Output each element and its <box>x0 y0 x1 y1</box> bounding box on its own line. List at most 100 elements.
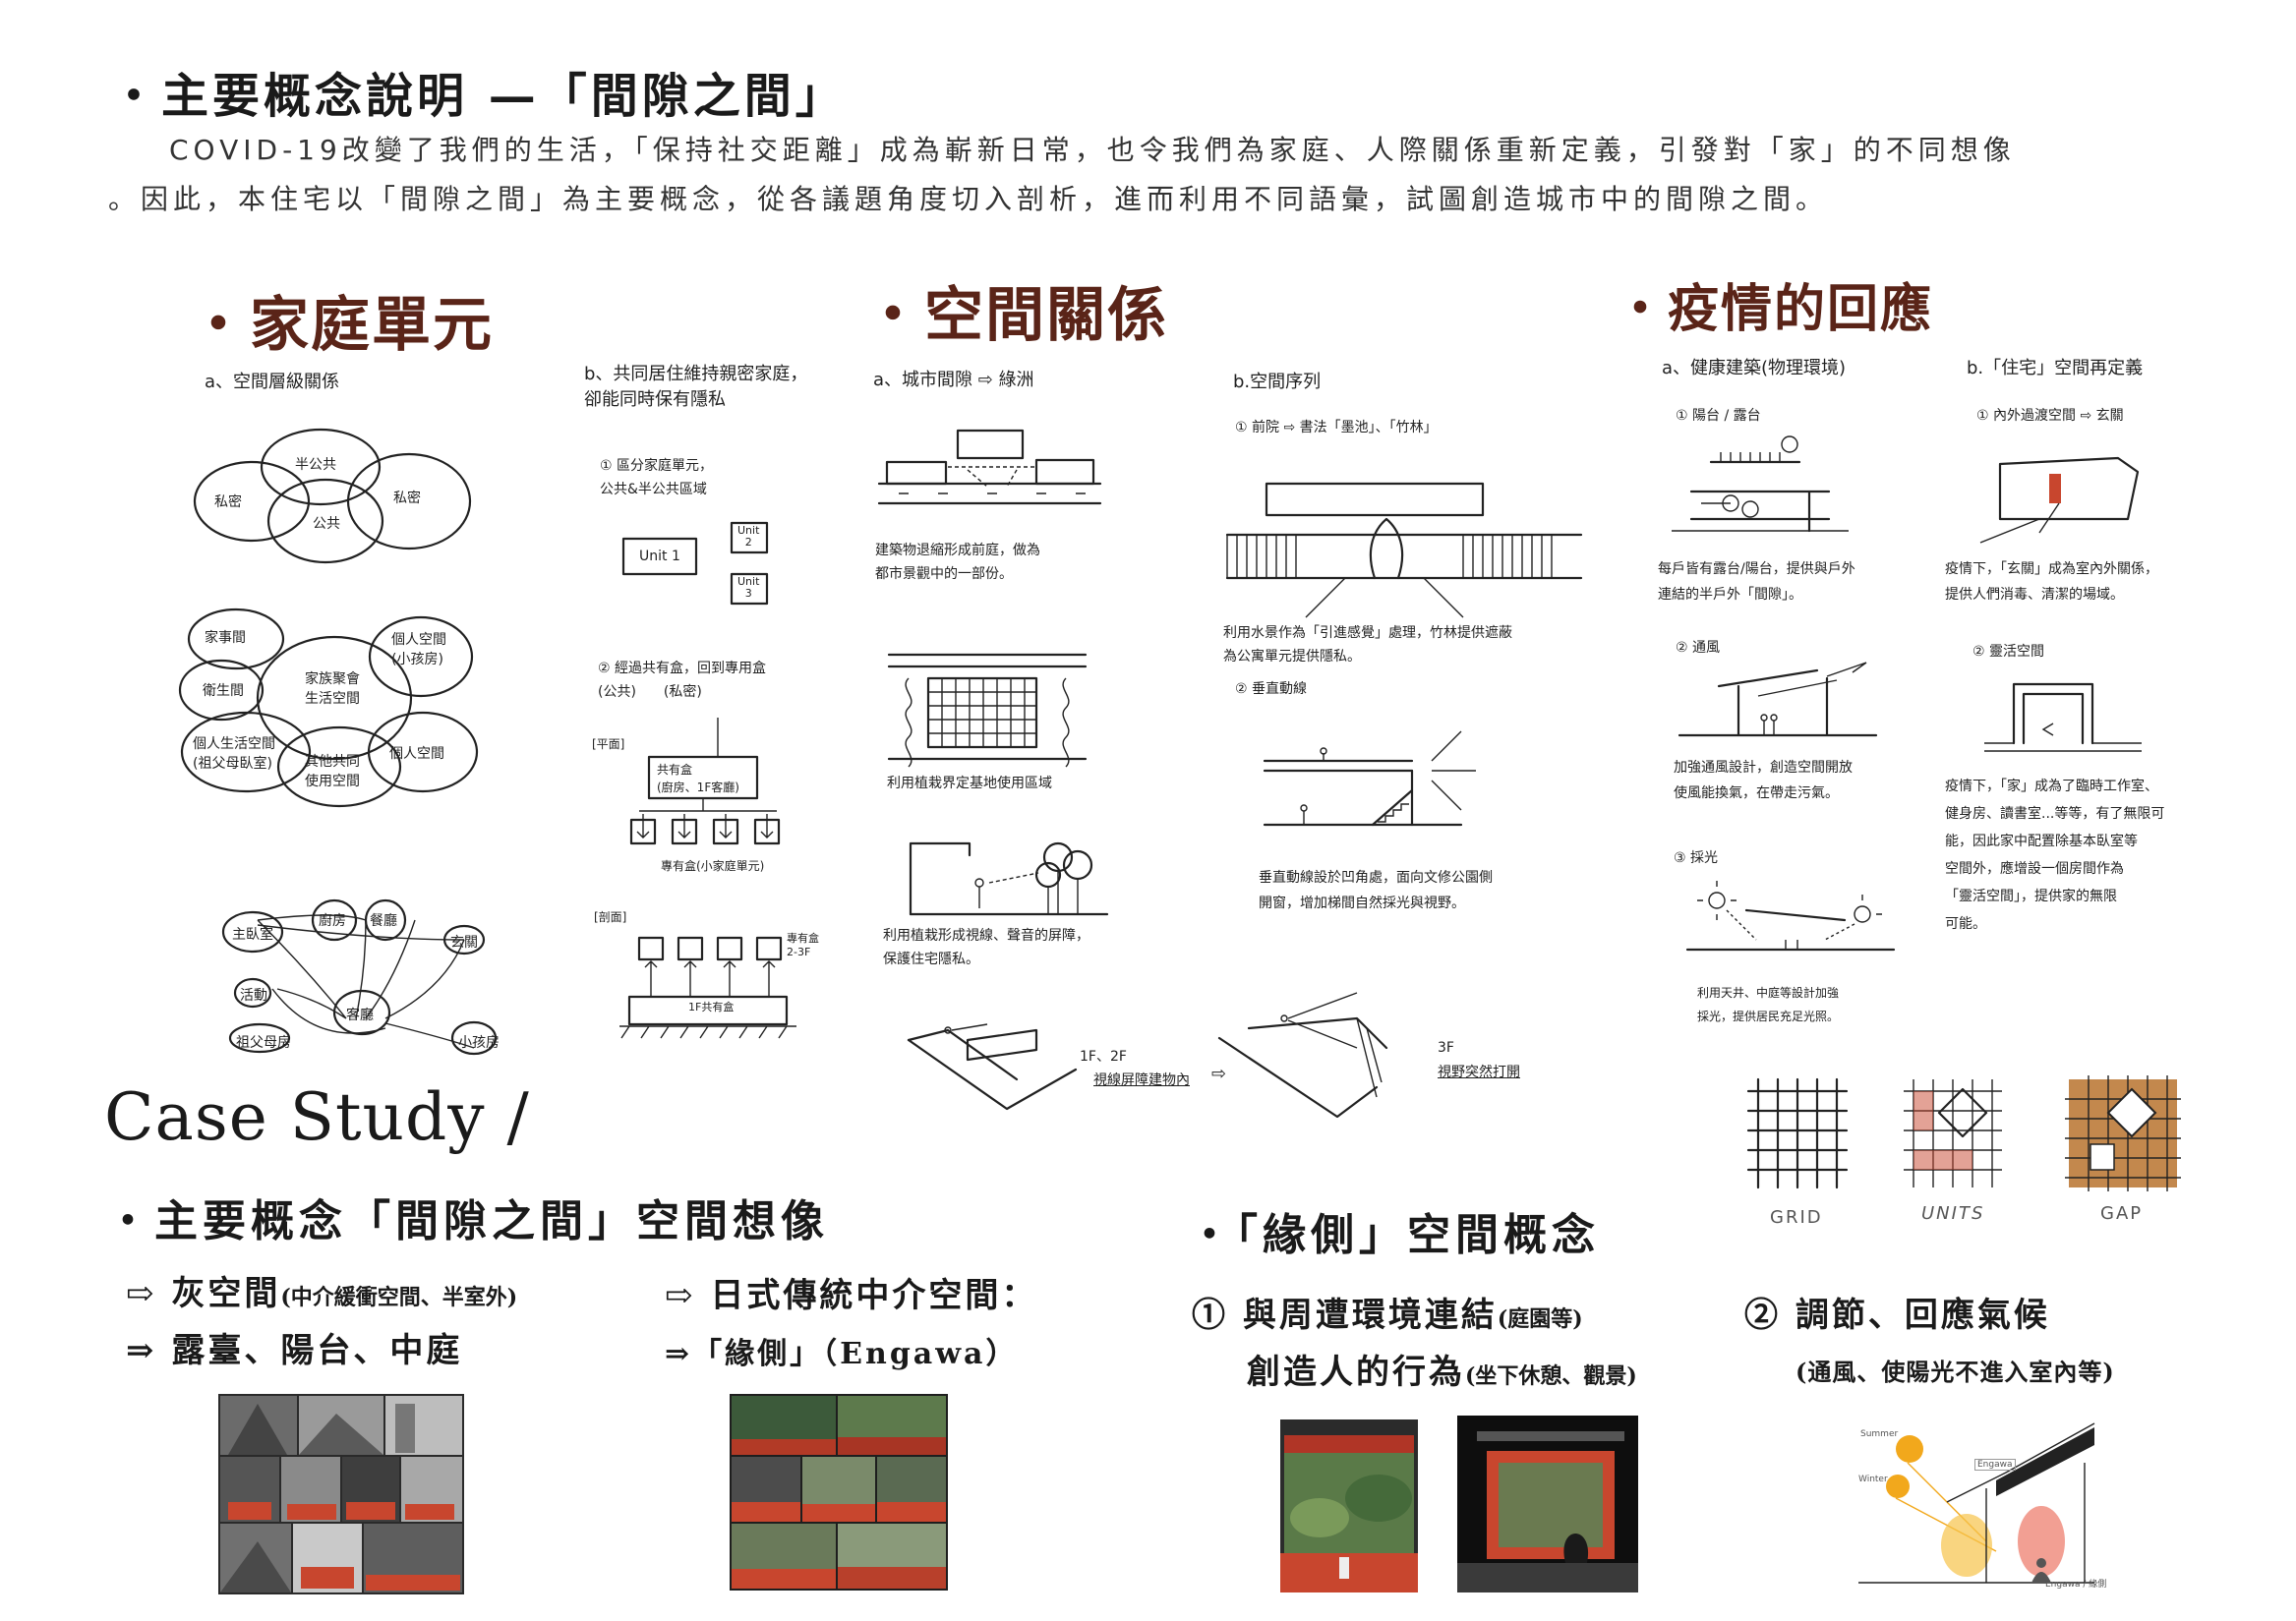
sun-winter-label: Winter <box>1858 1475 1888 1484</box>
covid-a3: ③ 採光 <box>1674 847 1718 867</box>
private-floor-label: 專有盒 2-3F <box>787 932 819 959</box>
point1-text: ① 與周遭環境連結 <box>1192 1296 1498 1335</box>
grid-label: GRID <box>1770 1205 1823 1231</box>
covid-b2-note: 疫情下，「家」成為了臨時工作室、 健身房、讀書室...等等，有了無限可 能，因此… <box>1945 773 2164 938</box>
planting-grid-sketch <box>889 649 1086 777</box>
label-personal: 個人空間 <box>389 743 444 763</box>
engawa-caption: Engawa / 緣側 <box>2045 1577 2106 1590</box>
seq-floor-1-2: 1F、2F <box>1080 1046 1127 1066</box>
covid-a1-note: 每戶皆有露台/陽台，提供與戶外 連結的半戶外「間隙」。 <box>1658 556 1855 608</box>
engawa-photo-1 <box>1280 1419 1418 1592</box>
gray-space-items: ⇒ 露臺、陽台、中庭 <box>126 1323 462 1371</box>
entrance-sketch <box>1980 444 2157 543</box>
label-private-left: 私密 <box>214 492 242 511</box>
label-master: 主臥室 <box>232 924 273 944</box>
daylight-sketch <box>1687 881 1894 959</box>
gray-space-photo-collage <box>218 1394 464 1594</box>
unit-3-label: Unit 3 <box>737 576 759 600</box>
gray-space-heading: ⇨ 灰空間(中介緩衝空間、半室外) <box>126 1266 517 1314</box>
space-a-note1: 建築物退縮形成前庭，做為 都市景觀中的一部份。 <box>875 539 1040 586</box>
engawa-tag-label: Engawa <box>1974 1459 2016 1471</box>
gap-label: GAP <box>2100 1201 2143 1227</box>
front-yard-sketch <box>1227 480 1581 627</box>
engawa-concept-title: ・「緣側」空間概念 <box>1188 1199 1600 1262</box>
intro-line-2: 。因此，本住宅以「間隙之間」為主要概念，從各議題角度切入剖析，進而利用不同語彙，… <box>108 175 1828 224</box>
family-b2: ② 經過共有盒，回到專用盒 (公共) (私密) <box>598 657 766 704</box>
vertical-circulation-sketch <box>1265 731 1510 839</box>
space-a-note3: 利用植栽形成視線、聲音的屏障， 保護住宅隱私。 <box>883 924 1089 971</box>
covid-b1-note: 疫情下，「玄關」成為室內外關係， 提供人們消毒、清潔的場域。 <box>1945 556 2158 608</box>
space-a-label: a、城市間隙 ⇨ 綠洲 <box>873 368 1034 393</box>
flexible-space-sketch <box>1984 674 2142 753</box>
engawa-point-1b: 創造人的行為(坐下休憩、觀景) <box>1247 1345 1637 1393</box>
seq-floor-3: 3F <box>1438 1040 1454 1056</box>
case-study-heading: Case Study / <box>104 1079 530 1155</box>
covid-a2-note: 加強通風設計，創造空間開放 使風能換氣，在帶走污氣。 <box>1674 755 1853 806</box>
space-b-label: b.空間序列 <box>1233 370 1321 395</box>
space-b2: ② 垂直動線 <box>1235 678 1307 698</box>
sun-summer-label: Summer <box>1860 1429 1898 1439</box>
label-bathroom: 衛生間 <box>203 680 244 700</box>
label-housework: 家事間 <box>205 627 246 647</box>
unit-2-label: Unit 2 <box>737 525 759 549</box>
sequence-sketch-2 <box>1219 989 1396 1127</box>
label-public: 公共 <box>313 513 340 533</box>
plan-label: [平面] <box>592 735 624 752</box>
label-grand-room: 祖父母房 <box>236 1032 291 1052</box>
covid-b2: ② 靈活空間 <box>1972 641 2044 661</box>
covid-b-label: b.「住宅」空間再定義 <box>1967 356 2143 381</box>
point1b-text: 創造人的行為 <box>1247 1353 1465 1392</box>
label-semi-public: 半公共 <box>295 454 336 474</box>
shared-floor-label: 1F共有盒 <box>688 999 734 1014</box>
units-label: UNITS <box>1921 1201 1984 1227</box>
section-label: [剖面] <box>594 908 626 925</box>
family-b1: ① 區分家庭單元， 公共&半公共區域 <box>600 454 713 501</box>
units-diagram <box>1904 1079 2002 1187</box>
label-personal-child: 個人空間 (小孩房) <box>391 629 446 668</box>
gray-space-note: (中介緩衝空間、半室外) <box>280 1285 517 1310</box>
grid-diagram <box>1748 1079 1847 1187</box>
space-b1-note: 利用水景作為「引進感覺」處理，竹林提供遮蔽 為公寓單元提供隱私。 <box>1223 621 1512 668</box>
label-dining: 餐廳 <box>370 910 397 930</box>
intro-line-1: COVID-19改變了我們的生活，「保持社交距離」成為嶄新日常，也令我們為家庭、… <box>169 126 2016 175</box>
engawa-climate-diagram <box>1849 1423 2094 1592</box>
family-b-label: b、共同居住維持親密家庭， 卻能同時保有隱私 <box>584 362 807 413</box>
label-living: 客廳 <box>346 1005 374 1024</box>
japanese-space-heading: ⇨ 日式傳統中介空間： <box>665 1268 1037 1316</box>
planting-screen-sketch <box>911 836 1107 924</box>
private-box-label: 專有盒(小家庭單元) <box>661 857 764 874</box>
label-child-room: 小孩房 <box>458 1032 500 1052</box>
point1-note: (庭園等) <box>1498 1306 1583 1332</box>
family-a-label: a、空間層級關係 <box>205 370 339 395</box>
label-entry: 玄關 <box>450 932 478 952</box>
engawa-photo-2 <box>1457 1416 1638 1592</box>
engawa-heading: ⇒「緣側」（Engawa） <box>665 1329 1019 1372</box>
point1b-note: (坐下休憩、觀景) <box>1465 1363 1637 1389</box>
shared-box-label: 共有盒 (廚房、1F客廳) <box>657 761 739 796</box>
covid-response-title: ・疫情的回應 <box>1615 267 1933 341</box>
space-a-note2: 利用植栽界定基地使用區域 <box>887 773 1052 792</box>
gap-diagram <box>2065 1075 2181 1191</box>
label-family-life: 家族聚會 生活空間 <box>305 668 360 708</box>
sequence-sketch-1 <box>909 1011 1076 1129</box>
label-activity: 活動 <box>240 985 267 1005</box>
seq-note-2: 視野突然打開 <box>1438 1062 1520 1081</box>
covid-a-label: a、健康建築(物理環境) <box>1662 356 1846 381</box>
engawa-point-2-note: (通風、使陽光不進入室內等) <box>1796 1353 2115 1387</box>
unit-1-label: Unit 1 <box>639 549 680 564</box>
balcony-sketch <box>1672 433 1849 541</box>
concept-title: ・主要概念「間隙之間」空間想像 <box>106 1186 829 1248</box>
page-title: ・主要概念說明 —「間隙之間」 <box>110 57 847 126</box>
engawa-photo-collage <box>730 1394 948 1591</box>
space-b2-note: 垂直動線設於凹角處，面向文修公園側 開窗，增加梯間自然採光與視野。 <box>1259 865 1493 916</box>
engawa-point-2: ② 調節、回應氣候 <box>1744 1288 2050 1336</box>
label-other-shared: 其他共同 使用空間 <box>305 751 360 790</box>
space-relations-title: ・空間關係 <box>863 267 1168 353</box>
label-kitchen: 廚房 <box>319 910 346 930</box>
label-private-right: 私密 <box>393 488 421 507</box>
covid-b1: ① 內外過渡空間 ⇨ 玄關 <box>1976 405 2124 425</box>
gray-space-text: ⇨ 灰空間 <box>126 1274 280 1313</box>
space-b1: ① 前院 ⇨ 書法「墨池」、「竹林」 <box>1235 417 1438 436</box>
city-gap-sketch <box>879 423 1105 531</box>
engawa-point-1: ① 與周遭環境連結(庭園等) <box>1192 1288 1583 1336</box>
